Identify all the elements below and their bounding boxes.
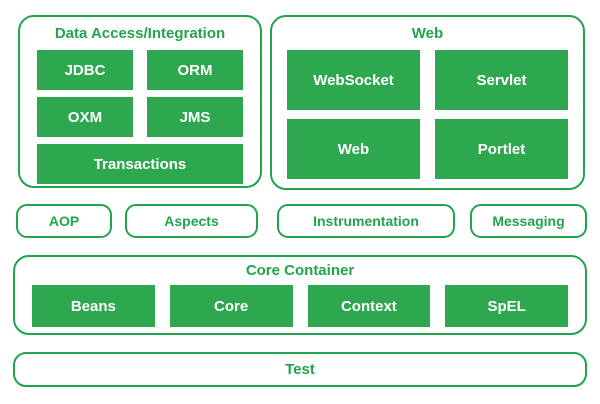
block-beans: Beans: [32, 285, 155, 327]
block-jms: JMS: [147, 97, 243, 137]
block-web: Web: [287, 119, 420, 179]
group-core-container: Core Container Beans Core Context SpEL: [13, 255, 587, 335]
group-data-access-integration: Data Access/Integration JDBC ORM OXM JMS…: [18, 15, 262, 188]
core-container-blocks: Beans Core Context SpEL: [32, 285, 568, 327]
block-servlet: Servlet: [435, 50, 568, 110]
block-oxm: OXM: [37, 97, 133, 137]
pill-aop: AOP: [16, 204, 112, 238]
web-blocks: WebSocket Servlet Web Portlet: [287, 50, 568, 179]
core-container-title: Core Container: [245, 262, 355, 279]
web-title: Web: [411, 25, 444, 42]
group-web: Web WebSocket Servlet Web Portlet: [270, 15, 585, 190]
block-context: Context: [307, 285, 431, 327]
block-jdbc: JDBC: [37, 50, 133, 90]
block-websocket: WebSocket: [287, 50, 420, 110]
data-access-title: Data Access/Integration: [54, 25, 226, 42]
block-core: Core: [169, 285, 293, 327]
pill-messaging: Messaging: [470, 204, 587, 238]
block-orm: ORM: [147, 50, 243, 90]
block-transactions: Transactions: [37, 144, 243, 184]
data-access-blocks: JDBC ORM OXM JMS Transactions: [37, 50, 243, 184]
pill-instrumentation: Instrumentation: [277, 204, 455, 238]
pill-test: Test: [13, 352, 587, 387]
block-spel: SpEL: [445, 285, 568, 327]
pill-aspects: Aspects: [125, 204, 258, 238]
block-portlet: Portlet: [435, 119, 568, 179]
